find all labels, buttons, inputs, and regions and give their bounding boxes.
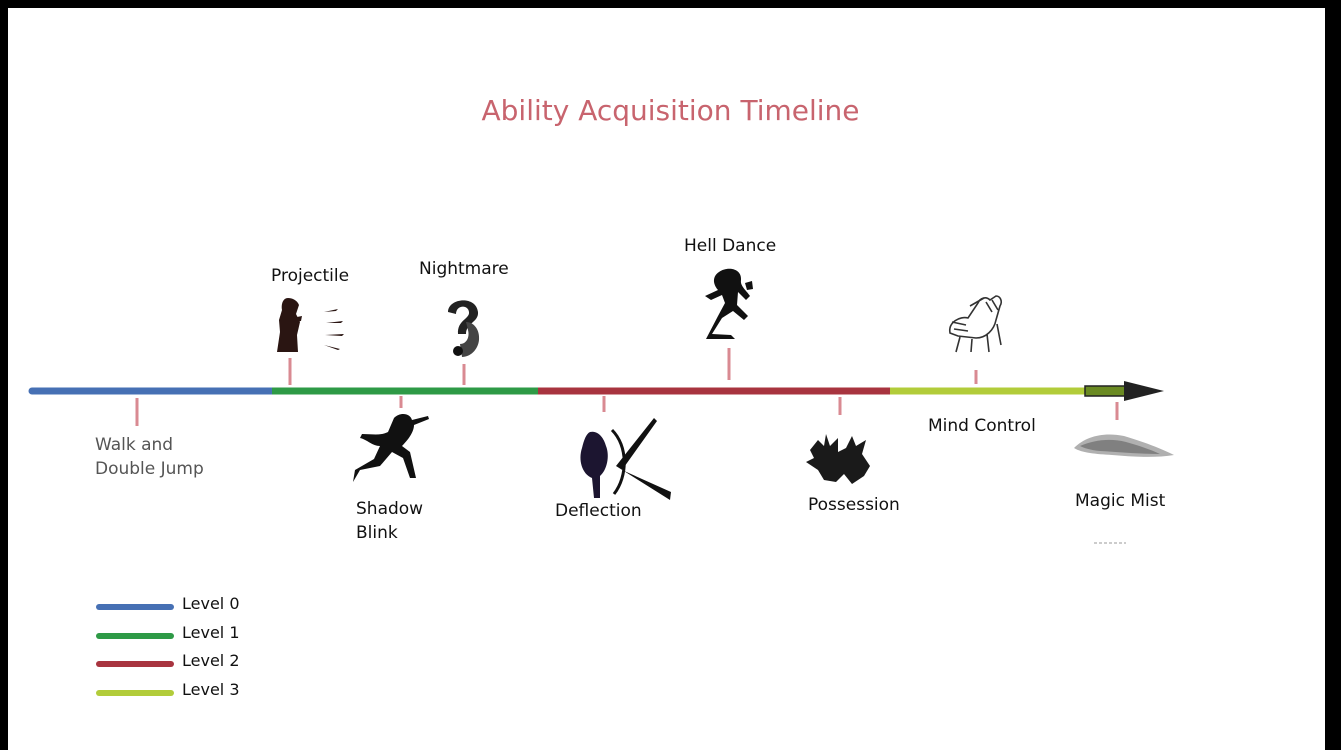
legend-label-level-0: Level 0 [182, 594, 240, 613]
ability-label-shadow-blink: Shadow Blink [356, 499, 424, 543]
legend-swatch-level-0 [96, 604, 174, 610]
ability-label-deflection: Deflection [555, 501, 642, 521]
ability-label-possession: Possession [808, 495, 900, 515]
ability-label-magic-mist: Magic Mist [1075, 491, 1166, 511]
ninja-leaping-icon [353, 414, 429, 482]
timeline-arrow-shaft [1084, 385, 1126, 397]
legend-swatch-level-1 [96, 633, 174, 639]
legend-swatch-level-3 [96, 690, 174, 696]
timeline-arrow-head [1124, 381, 1164, 401]
diagram-canvas [8, 8, 1333, 750]
question-head-icon [448, 300, 480, 357]
legend-label-level-3: Level 3 [182, 680, 240, 699]
puppet-hand-icon [949, 295, 1003, 353]
ability-label-projectile: Projectile [271, 266, 350, 286]
mist-cloud-icon [1074, 434, 1174, 544]
possessed-monster-icon [806, 434, 870, 484]
diagram-title: Ability Acquisition Timeline [481, 94, 860, 127]
dancing-figure-icon [705, 268, 753, 339]
legend-label-level-2: Level 2 [182, 651, 240, 670]
ability-label-nightmare: Nightmare [419, 259, 509, 279]
ability-label-mind-control: Mind Control [928, 416, 1036, 436]
legend-label-level-1: Level 1 [182, 623, 240, 642]
mage-casting-icon [277, 298, 344, 352]
ability-label-hell-dance: Hell Dance [684, 236, 777, 256]
ability-label-walk-double-jump: Walk and Double Jump [95, 435, 204, 479]
legend-swatch-level-2 [96, 661, 174, 667]
deflect-weapon-icon [580, 418, 671, 500]
